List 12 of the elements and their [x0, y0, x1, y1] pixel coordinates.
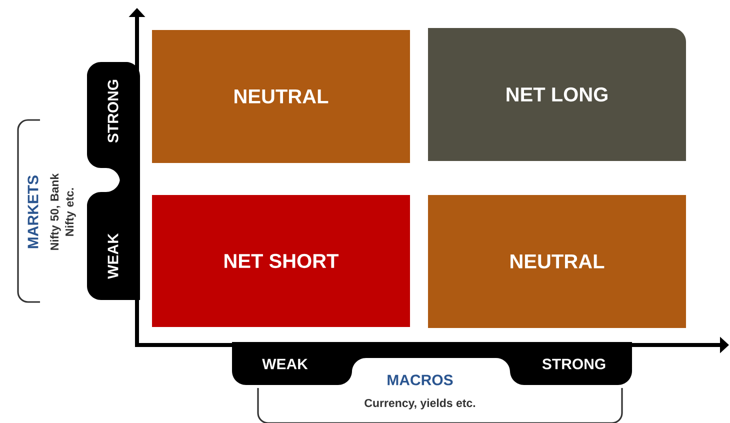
quadrant-box: NEUTRAL — [152, 30, 410, 163]
tab-label: WEAK — [262, 358, 308, 370]
axis-note: Nifty 50, Bank Nifty etc. — [50, 173, 76, 250]
axis-title: MACROS — [388, 374, 453, 386]
quadrant-box: NET SHORT — [152, 195, 410, 327]
quadrant-box: NEUTRAL — [428, 195, 686, 328]
axis-title: MARKETS — [28, 176, 38, 248]
tab-label: STRONG — [108, 80, 118, 143]
axis-note: Currency, yields etc. — [364, 398, 476, 410]
quadrant-box: NET LONG — [428, 28, 686, 161]
tab-label: STRONG — [542, 358, 606, 370]
tab-label: WEAK — [108, 233, 118, 279]
